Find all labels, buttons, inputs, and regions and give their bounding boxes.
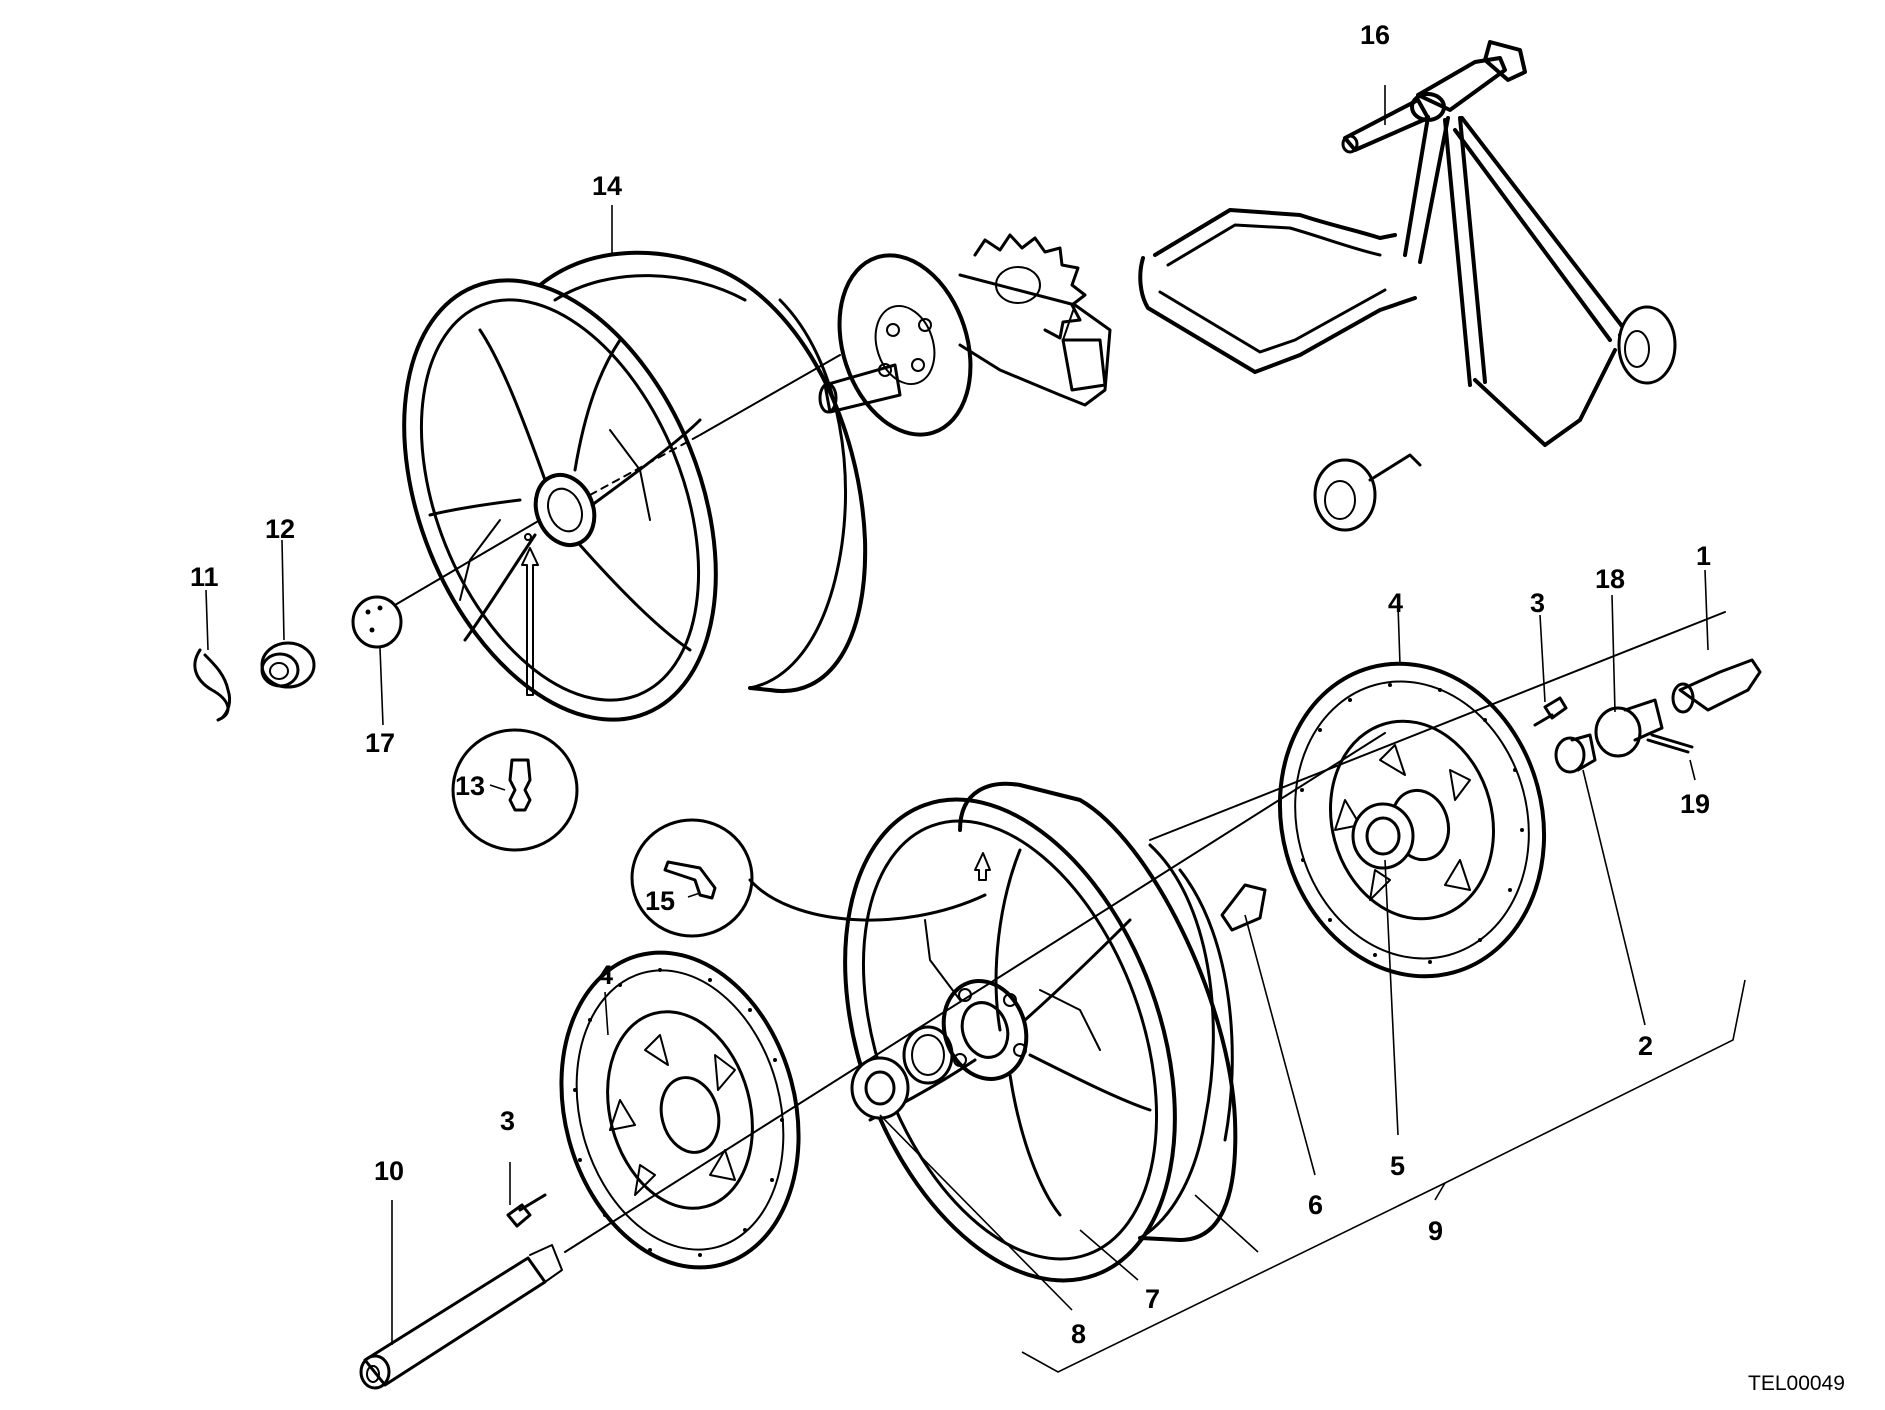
rear-wheel [394, 250, 868, 722]
callout-4-left: 4 [598, 960, 613, 990]
reference-code: TEL00049 [1748, 1372, 1845, 1395]
rear-hub-assembly [818, 233, 1112, 437]
callout-3-left: 3 [500, 1106, 515, 1136]
brake-disc-left [559, 950, 801, 1270]
paddock-stand [1138, 40, 1677, 532]
brake-disc-right [1277, 661, 1547, 979]
callout-16: 16 [1360, 20, 1390, 50]
callout-15: 15 [645, 886, 675, 916]
callout-5: 5 [1390, 1151, 1405, 1181]
callout-3-right: 3 [1530, 588, 1545, 618]
callout-14: 14 [592, 171, 622, 201]
callout-labels: 1 2 3 3 4 4 5 6 7 8 9 10 11 12 13 14 15 … [190, 20, 1845, 1395]
small-parts [193, 595, 1762, 1390]
leader-lines [205, 85, 1746, 1373]
callout-18: 18 [1595, 564, 1625, 594]
front-wheel [843, 781, 1238, 1283]
callout-2: 2 [1638, 1031, 1653, 1061]
callout-11: 11 [190, 562, 219, 592]
callout-6: 6 [1308, 1190, 1323, 1220]
callout-12: 12 [265, 514, 295, 544]
callout-13: 13 [455, 771, 485, 801]
front-axle-line [564, 732, 1386, 1253]
callout-19: 19 [1680, 789, 1710, 819]
callout-1: 1 [1696, 541, 1711, 571]
callout-4-right: 4 [1388, 588, 1403, 618]
callout-7: 7 [1145, 1284, 1160, 1314]
callout-8: 8 [1071, 1319, 1086, 1349]
callout-10: 10 [374, 1156, 404, 1186]
callout-9: 9 [1428, 1216, 1443, 1246]
callout-17: 17 [365, 728, 395, 758]
